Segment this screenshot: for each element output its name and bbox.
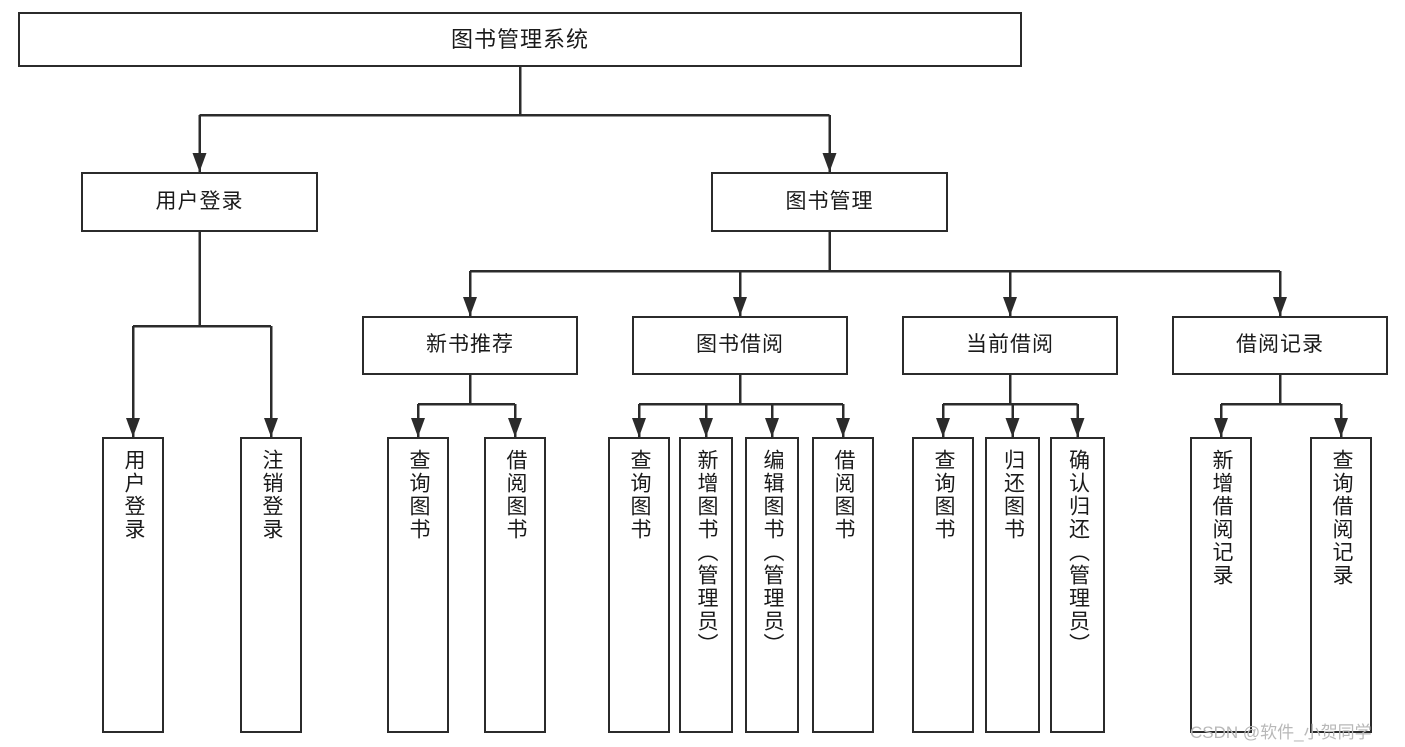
node-label: 借阅图书 [832,449,856,541]
node-label: 查询图书 [628,449,652,541]
node-label: 借阅图书 [504,449,528,541]
node-leaf-cu-return[interactable]: 归还图书 [985,437,1040,733]
node-label: 借阅记录 [1236,333,1324,357]
node-records[interactable]: 借阅记录 [1172,316,1388,375]
edge-arrowhead-icon [765,418,779,437]
node-label: 查询图书 [932,449,956,541]
node-label: 查询借阅记录 [1330,449,1354,587]
node-leaf-cu-query[interactable]: 查询图书 [912,437,974,733]
node-leaf-bo-lend[interactable]: 借阅图书 [812,437,874,733]
node-leaf-logout[interactable]: 注销登录 [240,437,302,733]
node-leaf-bo-add[interactable]: 新增图书（管理员） [679,437,733,733]
node-label: 图书借阅 [696,333,784,357]
node-label: 用户登录 [122,449,146,541]
node-label: 查询图书 [407,449,431,541]
node-bookmgmt[interactable]: 图书管理 [711,172,948,232]
node-label: 图书管理 [785,189,874,213]
node-leaf-user-login[interactable]: 用户登录 [102,437,164,733]
node-newbook[interactable]: 新书推荐 [362,316,578,375]
edge-arrowhead-icon [1334,418,1348,437]
node-label: 图书管理系统 [450,26,589,52]
edge-arrowhead-icon [699,418,713,437]
edge-arrowhead-icon [836,418,850,437]
node-label: 用户登录 [155,189,244,213]
node-leaf-nb-query[interactable]: 查询图书 [387,437,449,733]
edge-arrowhead-icon [1273,297,1287,316]
node-login[interactable]: 用户登录 [81,172,318,232]
edge-arrowhead-icon [1214,418,1228,437]
node-label: 归还图书 [1001,449,1025,541]
node-leaf-bo-edit[interactable]: 编辑图书（管理员） [745,437,799,733]
edge-arrowhead-icon [508,418,522,437]
edge-arrowhead-icon [264,418,278,437]
node-label: 确认归还（管理员） [1066,449,1090,656]
node-leaf-cu-confirm[interactable]: 确认归还（管理员） [1050,437,1105,733]
node-leaf-bo-query[interactable]: 查询图书 [608,437,670,733]
edge-arrowhead-icon [192,153,207,172]
node-leaf-nb-borrow[interactable]: 借阅图书 [484,437,546,733]
node-label: 新增图书（管理员） [695,449,719,656]
edge-arrowhead-icon [463,297,477,316]
node-label: 当前借阅 [966,333,1054,357]
edge-arrowhead-icon [1003,297,1017,316]
node-current[interactable]: 当前借阅 [902,316,1118,375]
node-label: 新书推荐 [426,333,514,357]
node-root[interactable]: 图书管理系统 [18,12,1022,67]
node-label: 编辑图书（管理员） [761,449,785,656]
node-borrow[interactable]: 图书借阅 [632,316,848,375]
node-leaf-re-query[interactable]: 查询借阅记录 [1310,437,1372,733]
node-label: 注销登录 [260,449,284,541]
edge-arrowhead-icon [632,418,646,437]
edge-arrowhead-icon [733,297,747,316]
edge-arrowhead-icon [1005,418,1020,437]
edge-arrowhead-icon [822,153,837,172]
edge-arrowhead-icon [1070,418,1085,437]
edge-arrowhead-icon [936,418,950,437]
node-leaf-re-add[interactable]: 新增借阅记录 [1190,437,1252,733]
watermark-text: CSDN @软件_小贺同学 [1190,723,1372,742]
node-label: 新增借阅记录 [1210,449,1234,587]
edge-arrowhead-icon [411,418,425,437]
edge-arrowhead-icon [126,418,140,437]
